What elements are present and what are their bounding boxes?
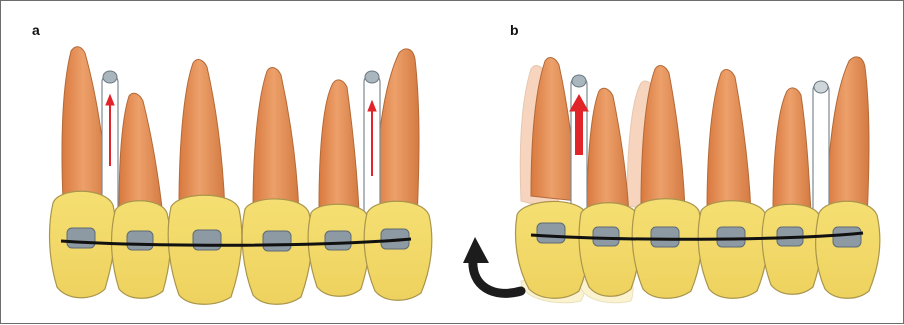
- panel-a: [50, 47, 432, 305]
- crowns-a: [50, 191, 432, 304]
- crowns-b: [516, 199, 880, 299]
- black-curved-arrow-icon: [463, 237, 521, 293]
- panel-b: [463, 57, 880, 303]
